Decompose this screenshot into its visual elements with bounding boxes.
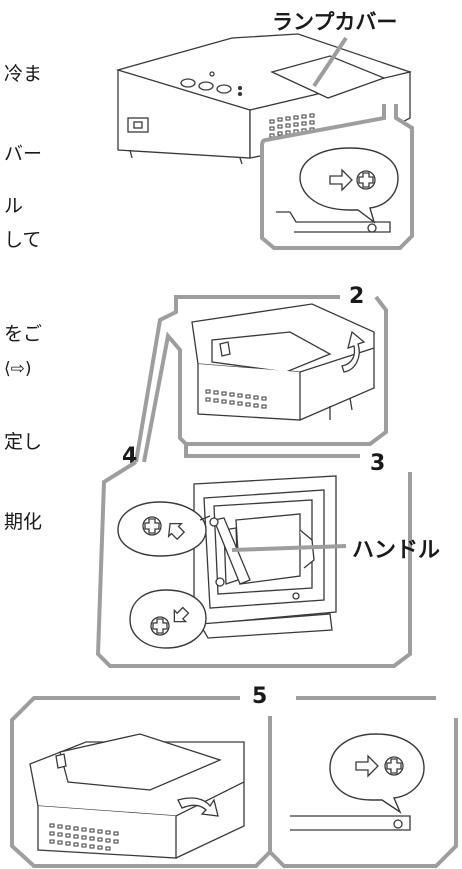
screw-icon [384,756,404,776]
upper-screw-bubble [117,501,211,557]
step-5-screw-detail [290,733,425,831]
instruction-text-fragments: 冷ま バー ル して をご ⟨⇨) 定し 期化 [4,63,42,533]
lamp-module-view [193,475,337,639]
edge-text-5: をご [4,323,42,345]
arrow-down-left-icon [173,606,190,623]
step-5-label: 5 [252,684,267,709]
arrow-right-icon [329,168,353,192]
handle-label: ハンドル [352,538,440,563]
edge-text-6: ⟨⇨) [4,359,32,379]
edge-text-8: 期化 [4,511,42,533]
edge-text-7: 定し [4,431,42,453]
screw-icon [356,170,376,190]
power-inlet-icon [127,117,149,133]
edge-text-4: して [4,229,41,251]
lamp-cover-label: ランプカバー [272,10,397,34]
lamp-cover-leader [312,36,348,88]
step-5-frame [10,696,458,868]
edge-text-3: ル [4,195,23,217]
step-3-label: 3 [370,451,385,476]
arrow-up-left-icon [167,522,186,541]
lower-screw-bubble [129,589,207,649]
screw-detail-callout [260,104,414,250]
button-icon [180,78,196,88]
handle-leader [231,544,347,552]
screw-icon [142,516,162,536]
vent-grille [269,113,315,138]
opened-lamp-cover-view [191,303,375,421]
curved-arrow-icon [341,330,366,373]
edge-text-2: バー [4,143,42,165]
step-3-4-frame [95,460,412,668]
edge-text-1: 冷ま [4,63,42,85]
arrow-right-icon [355,754,379,778]
curved-arrow-icon [177,797,219,817]
closing-cover-view [29,733,245,859]
step-2-label: 2 [349,284,364,309]
step-2-frame [134,295,388,463]
screw-icon [150,616,170,636]
